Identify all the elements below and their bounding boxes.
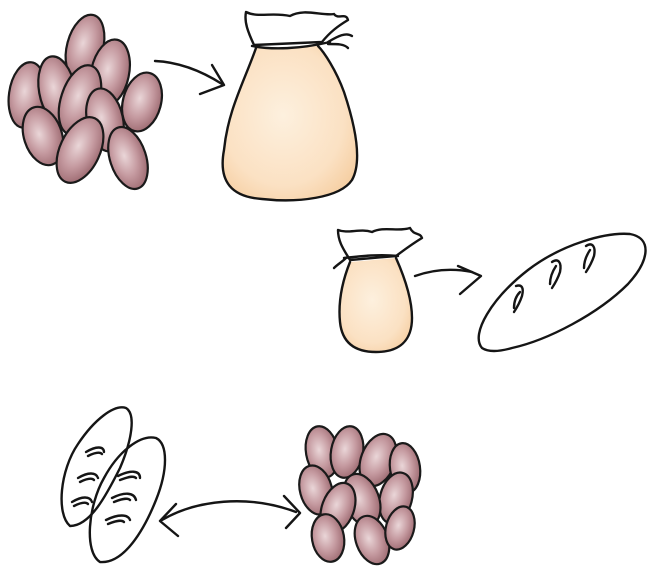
double-headed-arrow-icon [160, 496, 300, 536]
small-sack-icon [334, 228, 422, 352]
coffee-beans-pile-icon [294, 424, 423, 569]
baguette-icon [479, 234, 646, 351]
arrow-right-icon [415, 266, 481, 294]
coffee-beans-pile-icon [5, 10, 169, 194]
large-sack-icon [223, 12, 357, 200]
arrow-right-icon [155, 61, 224, 94]
two-baguettes-icon [62, 407, 165, 562]
